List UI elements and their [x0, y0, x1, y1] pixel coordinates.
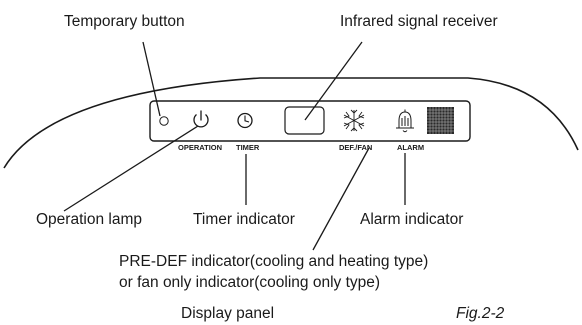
clock-icon: [237, 112, 253, 129]
operation-lamp-leader: [63, 125, 199, 212]
figure-number: Fig.2-2: [456, 305, 505, 322]
timer-panel-label: TIMER: [236, 143, 260, 152]
predef-indicator-label-line1: PRE-DEF indicator(cooling and heating ty…: [119, 253, 428, 270]
infrared-receiver-window: [284, 106, 325, 135]
def-fan-panel-label: DEF./FAN: [339, 143, 372, 152]
infrared-receiver-leader: [304, 41, 363, 121]
bell-alarm-icon: [396, 109, 414, 133]
temporary-button-icon[interactable]: [159, 116, 169, 126]
snowflake-defrost-icon: [343, 109, 365, 132]
alarm-panel-label: ALARM: [397, 143, 424, 152]
predef-indicator-label-line2: or fan only indicator(cooling only type): [119, 274, 380, 291]
temporary-button-leader: [142, 41, 161, 117]
figure-caption: Display panel: [181, 305, 274, 322]
operation-lamp-label: Operation lamp: [36, 211, 142, 228]
infrared-receiver-label: Infrared signal receiver: [340, 13, 498, 30]
predef-indicator-leader: [312, 147, 370, 251]
temporary-button-label: Temporary button: [64, 13, 185, 30]
timer-indicator-label: Timer indicator: [193, 211, 295, 228]
panel-housing-outline: [3, 77, 579, 169]
alarm-indicator-label: Alarm indicator: [360, 211, 463, 228]
power-icon: [193, 110, 209, 128]
dot-matrix-display-icon: [427, 107, 454, 134]
operation-panel-label: OPERATION: [178, 143, 222, 152]
